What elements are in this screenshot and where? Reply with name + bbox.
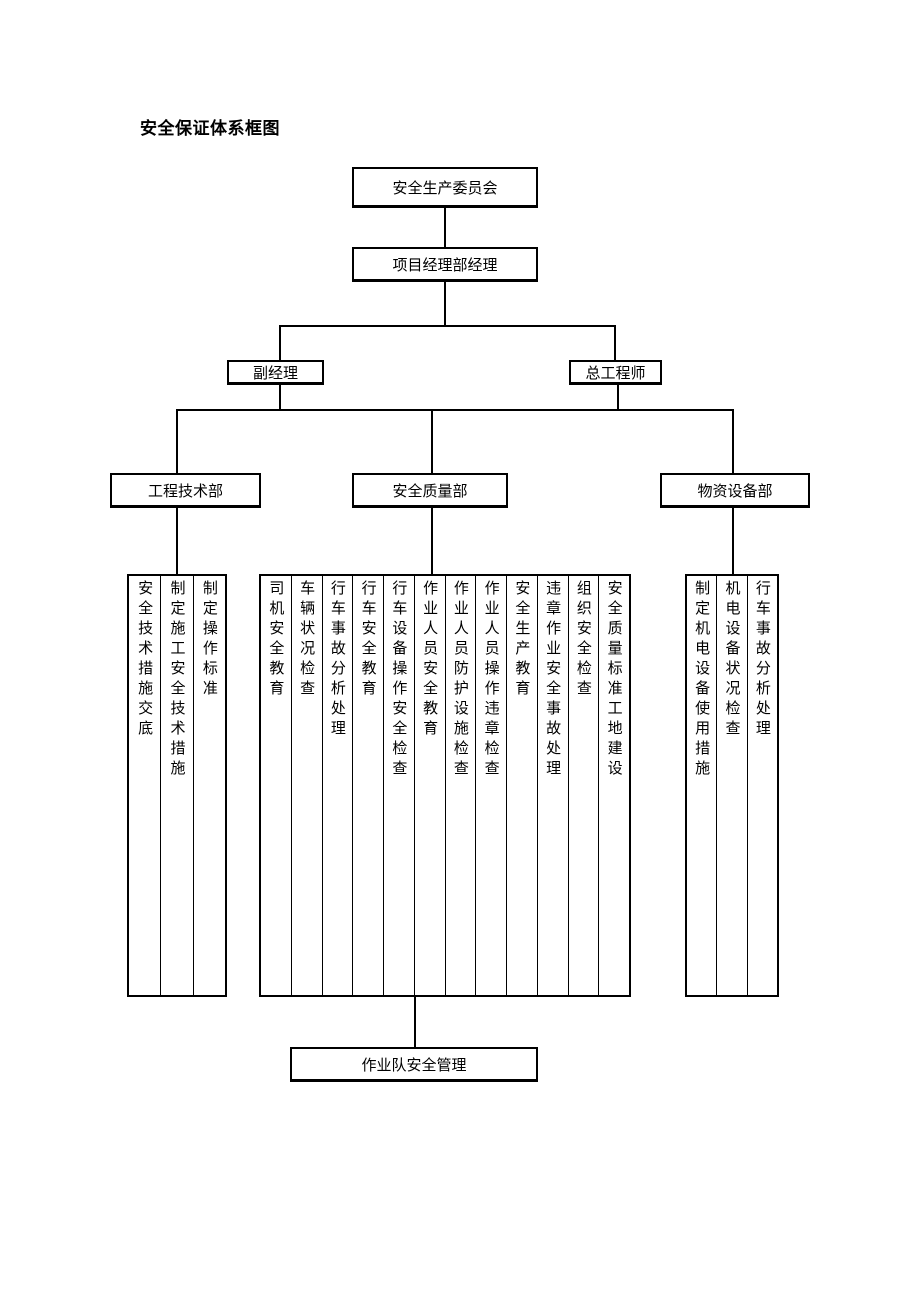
task-column: 机电设备状况检查: [717, 576, 748, 995]
task-column: 作业人员操作违章检查: [476, 576, 507, 995]
task-label: 制定机电设备使用措施: [693, 580, 712, 780]
task-column: 制定施工安全技术措施: [161, 576, 194, 995]
connector-level2-horizontal: [279, 325, 615, 327]
task-label: 作业人员安全教育: [421, 580, 440, 740]
task-label: 安全技术措施交底: [136, 580, 155, 740]
safety-tasks-group: 司机安全教育 车辆状况检查 行车事故分析处理 行车安全教育 行车设备操作安全检查…: [259, 574, 631, 997]
connector-to-chief: [614, 325, 616, 360]
task-column: 作业人员安全教育: [415, 576, 446, 995]
committee-box: 安全生产委员会: [352, 167, 538, 208]
connector-to-safety: [431, 409, 433, 473]
engineering-tasks-group: 安全技术措施交底 制定施工安全技术措施 制定操作标准: [127, 574, 227, 997]
task-column: 车辆状况检查: [292, 576, 323, 995]
task-label: 行车安全教育: [359, 580, 378, 700]
task-column: 安全生产教育: [507, 576, 538, 995]
connector-to-engineering: [176, 409, 178, 473]
connector-materials-tasks: [732, 507, 734, 574]
task-label: 行车事故分析处理: [753, 580, 772, 740]
task-label: 制定操作标准: [200, 580, 219, 700]
task-column: 违章作业安全事故处理: [538, 576, 569, 995]
task-column: 行车事故分析处理: [323, 576, 354, 995]
materials-tasks-group: 制定机电设备使用措施 机电设备状况检查 行车事故分析处理: [685, 574, 779, 997]
task-label: 安全生产教育: [513, 580, 532, 700]
team-management-box: 作业队安全管理: [290, 1047, 538, 1082]
task-column: 作业人员防护设施检查: [446, 576, 477, 995]
task-column: 安全质量标准工地建设: [599, 576, 629, 995]
connector-safety-tasks: [431, 507, 433, 574]
connector-pm-down: [444, 281, 446, 326]
task-label: 作业人员操作违章检查: [482, 580, 501, 780]
task-label: 违章作业安全事故处理: [544, 580, 563, 780]
safety-quality-dept-box: 安全质量部: [352, 473, 508, 508]
page-title: 安全保证体系框图: [140, 119, 280, 139]
connector-engineering-tasks: [176, 507, 178, 574]
connector-to-materials: [732, 409, 734, 473]
task-column: 行车安全教育: [353, 576, 384, 995]
task-label: 制定施工安全技术措施: [168, 580, 187, 780]
project-manager-box: 项目经理部经理: [352, 247, 538, 282]
task-column: 组织安全检查: [569, 576, 600, 995]
connector-committee-pm: [444, 207, 446, 247]
task-label: 安全质量标准工地建设: [605, 580, 624, 780]
connector-level3-horizontal: [176, 409, 733, 411]
task-column: 行车事故分析处理: [748, 576, 777, 995]
task-column: 制定机电设备使用措施: [687, 576, 718, 995]
connector-chief-down: [617, 384, 619, 410]
task-label: 机电设备状况检查: [723, 580, 742, 740]
connector-deputy-down: [279, 384, 281, 410]
connector-to-team: [414, 996, 416, 1048]
task-column: 制定操作标准: [194, 576, 225, 995]
deputy-manager-box: 副经理: [227, 360, 324, 385]
connector-to-deputy: [279, 325, 281, 360]
task-label: 车辆状况检查: [298, 580, 317, 700]
chief-engineer-box: 总工程师: [569, 360, 662, 385]
task-label: 司机安全教育: [267, 580, 286, 700]
task-column: 安全技术措施交底: [129, 576, 162, 995]
task-column: 司机安全教育: [261, 576, 292, 995]
task-label: 行车事故分析处理: [328, 580, 347, 740]
task-label: 组织安全检查: [574, 580, 593, 700]
task-label: 作业人员防护设施检查: [451, 580, 470, 780]
materials-dept-box: 物资设备部: [660, 473, 810, 508]
task-column: 行车设备操作安全检查: [384, 576, 415, 995]
task-label: 行车设备操作安全检查: [390, 580, 409, 780]
engineering-dept-box: 工程技术部: [110, 473, 261, 508]
